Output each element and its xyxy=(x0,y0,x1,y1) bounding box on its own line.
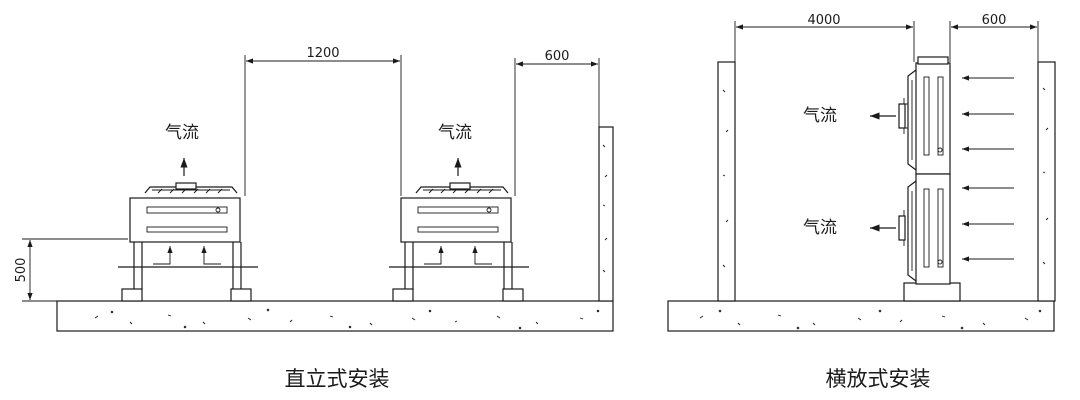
dimension-1200: 1200 xyxy=(244,46,402,196)
dimension-500: 500 xyxy=(14,238,128,302)
wall-right-side xyxy=(1037,61,1056,302)
dimension-600-right: 600 xyxy=(949,13,1039,62)
vertical-install-diagram: 气流 气流 1200 600 500 直立式安装 xyxy=(14,46,614,391)
svg-text:600: 600 xyxy=(545,49,570,64)
airflow-label-upper: 气流 xyxy=(803,106,837,126)
dimension-4000: 4000 xyxy=(734,13,915,62)
airflow-label-lower: 气流 xyxy=(803,218,837,238)
svg-text:1200: 1200 xyxy=(306,46,339,61)
caption-horizontal-install: 横放式安装 xyxy=(826,367,931,391)
dimension-600-left: 600 xyxy=(514,49,600,196)
wall-speckles-right xyxy=(722,87,1049,268)
wall-left-side xyxy=(717,61,736,302)
wall-left-diagram xyxy=(598,126,614,302)
airflow-label-b: 气流 xyxy=(438,123,472,143)
svg-text:4000: 4000 xyxy=(807,13,840,28)
svg-text:500: 500 xyxy=(14,258,29,283)
wall-speckles-left xyxy=(602,144,608,273)
ground-slab-left xyxy=(56,300,614,332)
horizontal-unit-stack xyxy=(870,56,961,302)
horizontal-install-diagram: 气流 气流 4000 600 横放式安装 xyxy=(667,13,1056,391)
ground-slab-right xyxy=(667,300,1055,332)
svg-text:600: 600 xyxy=(982,13,1007,28)
airflow-label-a: 气流 xyxy=(165,123,199,143)
slab-speckles-left xyxy=(94,308,600,330)
inlet-arrows xyxy=(962,75,1014,262)
caption-vertical-install: 直立式安装 xyxy=(285,367,390,391)
condenser-unit-a xyxy=(118,158,258,302)
condenser-unit-b xyxy=(389,158,529,302)
slab-speckles-right xyxy=(699,309,1042,330)
